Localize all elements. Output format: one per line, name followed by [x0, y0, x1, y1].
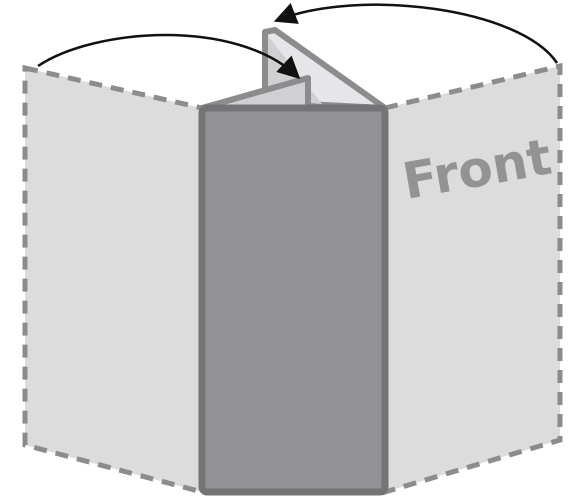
fold-arrow-left	[37, 33, 301, 80]
left-outer-panel	[22, 64, 205, 496]
fold-arrow-right	[273, 2, 559, 64]
front-inner-flap	[199, 75, 311, 111]
center-panel	[198, 104, 389, 496]
